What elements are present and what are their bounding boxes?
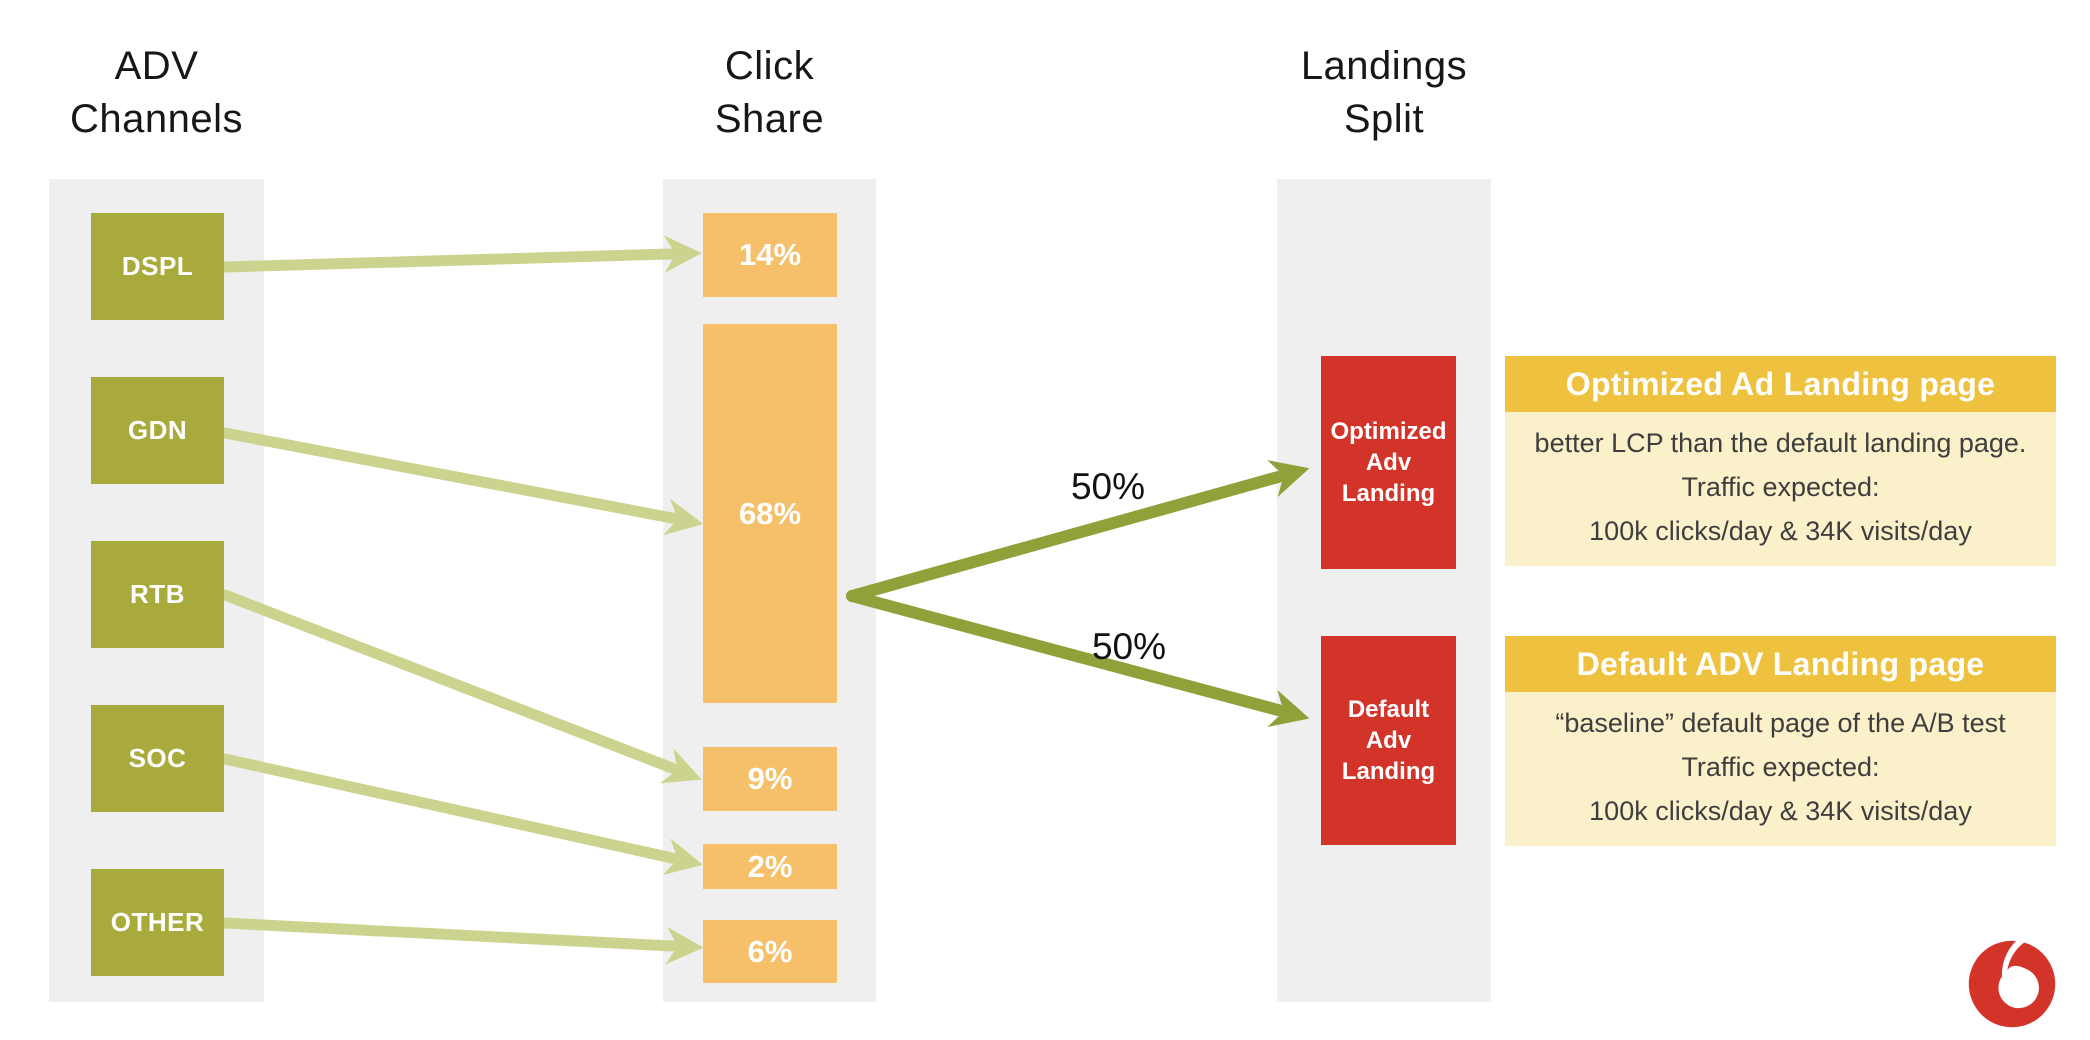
share-box-14: 14% [703, 213, 837, 297]
panel-default-landing: Default ADV Landing page “baseline” defa… [1505, 636, 2056, 846]
landing-box-optimized: Optimized Adv Landing [1321, 356, 1456, 569]
channel-box-gdn: GDN [91, 377, 224, 484]
share-box-2: 2% [703, 844, 837, 889]
panel-body-line: 100k clicks/day & 34K visits/day [1589, 796, 1972, 826]
channel-box-other: OTHER [91, 869, 224, 976]
title-line: Channels [69, 97, 243, 141]
landing-label-line: Landing [1341, 758, 1436, 785]
title-line: Share [714, 97, 825, 141]
channel-box-soc: SOC [91, 705, 224, 812]
landing-label-line: Default [1347, 696, 1430, 723]
split-label-bottom: 50% [1091, 626, 1167, 667]
share-box-9: 9% [703, 747, 837, 811]
panel-optimized-title: Optimized Ad Landing page [1505, 356, 2056, 412]
arrow-other-to-6 [219, 917, 704, 965]
arrow-dspl-to-14 [219, 235, 702, 273]
landing-label-line: Adv [1365, 727, 1412, 754]
panel-default-title: Default ADV Landing page [1505, 636, 2056, 692]
title-adv-channels: ADV Channels [49, 40, 264, 146]
panel-body-line: Traffic expected: [1681, 752, 1880, 782]
panel-optimized-landing: Optimized Ad Landing page better LCP tha… [1505, 356, 2056, 566]
landing-label-line: Landing [1341, 480, 1436, 507]
arrow-rtb-to-9 [219, 589, 702, 784]
landing-label-line: Optimized [1330, 418, 1447, 445]
title-line: Landings [1300, 44, 1468, 88]
title-click-share: Click Share [663, 40, 876, 146]
panel-body-line: “baseline” default page of the A/B test [1555, 708, 2006, 738]
channel-box-dspl: DSPL [91, 213, 224, 320]
panel-default-body: “baseline” default page of the A/B test … [1505, 692, 2056, 846]
channel-box-rtb: RTB [91, 541, 224, 648]
title-line: Split [1343, 97, 1425, 141]
share-box-68: 68% [703, 324, 837, 703]
vodafone-logo-icon [1968, 938, 2056, 1028]
title-landings-split: Landings Split [1277, 40, 1491, 146]
arrow-soc-to-2 [219, 753, 704, 876]
panel-optimized-body: better LCP than the default landing page… [1505, 412, 2056, 566]
panel-body-line: better LCP than the default landing page… [1534, 428, 2027, 458]
landings-split-column [1277, 179, 1491, 1002]
share-box-6: 6% [703, 920, 837, 983]
arrow-gdn-to-68 [219, 427, 704, 536]
panel-body-line: Traffic expected: [1681, 472, 1880, 502]
panel-body-line: 100k clicks/day & 34K visits/day [1589, 516, 1972, 546]
title-line: Click [724, 44, 815, 88]
landing-box-default: Default Adv Landing [1321, 636, 1456, 845]
split-label-top: 50% [1070, 466, 1146, 507]
title-line: ADV [114, 44, 199, 88]
landing-label-line: Adv [1365, 449, 1412, 476]
